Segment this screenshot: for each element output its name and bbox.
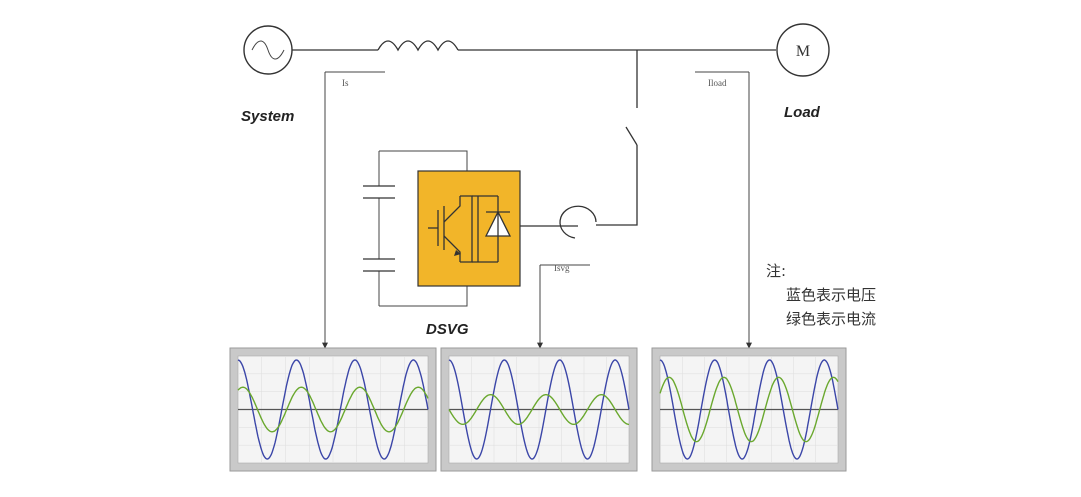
note-voltage: 蓝色表示电压 xyxy=(786,286,876,304)
note-current: 绿色表示电流 xyxy=(786,310,876,328)
branch-wire-bottom xyxy=(596,145,638,226)
scope-panel-system xyxy=(229,347,437,472)
note-title: 注: xyxy=(766,262,786,280)
current-wave xyxy=(237,386,429,433)
igbt-icon xyxy=(417,170,521,287)
scope-panel-load xyxy=(651,347,847,472)
motor-icon: M xyxy=(776,23,830,77)
dc-bus-top xyxy=(379,150,468,172)
iload-label: Iload xyxy=(708,78,727,88)
inductor-icon xyxy=(377,40,459,52)
motor-label: M xyxy=(796,43,810,60)
is-label: Is xyxy=(342,78,349,88)
voltage-wave xyxy=(237,359,429,460)
scope-panel-svg xyxy=(440,347,638,472)
isvg-label: Isvg xyxy=(554,263,570,273)
switch-icon xyxy=(625,126,638,146)
voltage-wave xyxy=(659,359,839,460)
load-label: Load xyxy=(784,104,821,121)
voltage-wave xyxy=(448,359,630,460)
current-wave xyxy=(448,394,630,426)
current-wave xyxy=(659,376,839,443)
system-label: System xyxy=(241,108,294,125)
ac-source-icon xyxy=(243,25,293,75)
dc-bus-bottom xyxy=(379,286,468,307)
legend-note: 注: 蓝色表示电压 绿色表示电流 xyxy=(766,262,876,328)
capacitor-icon xyxy=(363,185,395,272)
dsvg-label: DSVG xyxy=(426,321,469,338)
current-transformer-icon xyxy=(559,205,597,239)
